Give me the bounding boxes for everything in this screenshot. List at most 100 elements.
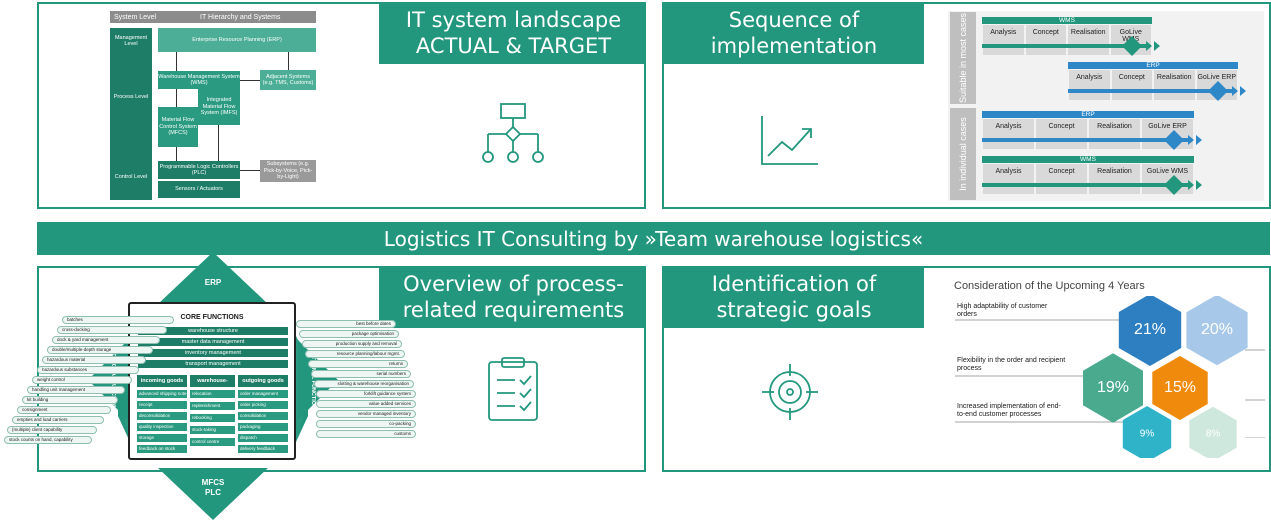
additional-function-pill: hazardous substances — [37, 366, 139, 374]
trend-chart-icon — [761, 116, 818, 165]
core-column-head: incoming goods — [137, 375, 187, 387]
plc-box: Programmable Logic Controllers (PLC) — [158, 161, 240, 179]
panel-title: Overview of process- related requirement… — [379, 268, 644, 328]
hexagon-value-label: 15% — [1164, 379, 1196, 396]
hexagon-value-label: 20% — [1201, 321, 1233, 338]
connector — [218, 125, 219, 161]
milestone-icon — [1122, 36, 1160, 56]
milestone-icon — [1208, 81, 1246, 101]
core-column-item: advanced shipping note — [137, 390, 187, 398]
core-column-item: stock-taking — [190, 426, 235, 434]
additional-function-pill: weight control — [32, 376, 132, 384]
level-process: Process Level — [113, 93, 149, 100]
hexagon-chart: 21%20%19%15%9%8% — [1083, 296, 1248, 458]
banner: Logistics IT Consulting by »Team warehou… — [37, 222, 1270, 255]
connector — [176, 89, 177, 107]
additional-function-pill: kit building — [22, 396, 118, 404]
mfcs-label: MFCS — [201, 478, 225, 487]
gantt-phase: Realisation — [1068, 25, 1109, 55]
gantt-phase: Analysis — [1069, 70, 1110, 100]
core-functions-title: CORE FUNCTIONS — [180, 314, 244, 321]
core-column-item: quality inspection — [137, 423, 187, 431]
additional-function-pill: resource planning/labour mgmt. — [305, 350, 405, 358]
goal-leader-lines — [955, 319, 1265, 438]
hexagon-bubble — [1186, 296, 1248, 366]
gantt-phase: Analysis — [983, 119, 1034, 149]
erp-label: ERP — [204, 278, 222, 287]
core-column-item: deconsolidation — [137, 412, 187, 420]
gantt-phase: Analysis — [983, 25, 1024, 55]
core-column-item: consolidation — [238, 412, 288, 420]
additional-function-pill: best before dates — [296, 320, 396, 328]
gantt-phase: GoLive WMS — [1142, 164, 1193, 194]
checklist-icon — [488, 357, 538, 421]
core-column-item: order management — [238, 390, 288, 398]
core-column-item: delivery feedback — [238, 445, 288, 453]
hierarchy-icon — [482, 103, 544, 163]
erp-box: Enterprise Resource Planning (ERP) — [158, 28, 316, 52]
wms-box: Warehouse Management System (WMS) — [158, 71, 240, 89]
gantt-system-label: WMS — [982, 156, 1194, 163]
additional-function-pill: production supply and removal — [302, 340, 402, 348]
core-column-item: storage — [137, 434, 187, 442]
additional-function-pill: batches — [62, 316, 174, 324]
core-function-row: master data management — [138, 338, 288, 346]
core-function-row: inventory management — [138, 349, 288, 357]
additional-function-pill: double/multiple-depth storage — [47, 346, 153, 354]
connector — [176, 147, 177, 161]
core-column-item: control centre — [190, 438, 235, 446]
additional-function-pill: slotting & warehouse reorganisation — [314, 380, 414, 388]
additional-function-pill: package optimisation — [299, 330, 399, 338]
core-column-item: dispatch — [238, 434, 288, 442]
additional-function-pill: value added services — [316, 400, 416, 408]
hexagon-bubble — [1122, 406, 1172, 458]
goal-statement: Increased implementation of end-to-end c… — [957, 403, 1061, 418]
additional-function-pill: stock counts on hand, capability — [4, 436, 92, 444]
hexagon-bubble — [1152, 356, 1208, 420]
additional-function-pill: consignment — [17, 406, 111, 414]
gantt-arrow — [982, 183, 1192, 187]
core-column-item: rebooking — [190, 414, 235, 422]
core-column-head: outgoing goods — [238, 375, 288, 387]
gantt-phase: Concept — [1111, 70, 1152, 100]
core-column-item: feedback on stock — [137, 445, 187, 453]
hexagon-value-label: 19% — [1097, 379, 1129, 396]
sensors-box: Sensors / Actuators — [158, 181, 240, 198]
gantt-phase: Realisation — [1089, 164, 1140, 194]
connector — [288, 52, 289, 70]
goals-heading: Consideration of the Upcoming 4 Years — [954, 280, 1145, 292]
additional-function-pill: handling unit management — [27, 386, 125, 394]
additional-function-pill: customs — [316, 430, 416, 438]
additional-function-pill: empties and load carriers — [12, 416, 104, 424]
plc-label: PLC — [205, 488, 221, 497]
milestone-icon — [1164, 130, 1202, 150]
gantt-arrow — [982, 44, 1150, 48]
gantt-phase: Concept — [1025, 25, 1066, 55]
hierarchy-header: System Level IT Hierarchy and Systems — [110, 11, 316, 23]
gantt-system-label: ERP — [982, 111, 1194, 118]
additional-function-pill: serial numbers — [311, 370, 411, 378]
hexagon-bubble — [1189, 406, 1237, 458]
mfcs-box: Material Flow Control System (MFCS) — [158, 107, 198, 147]
target-icon — [762, 364, 818, 420]
connector — [240, 170, 260, 171]
core-column-item: order picking — [238, 401, 288, 409]
panel-title: IT system landscape ACTUAL & TARGET — [379, 4, 644, 64]
adjacent-box: Adjacent Systems (e.g. TMS, Customs) — [260, 70, 316, 90]
core-column-item: replenishment — [190, 402, 235, 410]
gantt-phase: GoLive ERP — [1142, 119, 1193, 149]
additional-function-pill: forklift guidance system — [316, 390, 416, 398]
gantt-phase: Realisation — [1089, 119, 1140, 149]
core-column-head: warehouse-internal processes — [190, 375, 235, 408]
additional-function-pill: co-packing — [316, 420, 416, 428]
gantt-phase: Concept — [1036, 119, 1087, 149]
gantt-phase: Concept — [1036, 164, 1087, 194]
hexagon-value-label: 9% — [1140, 429, 1155, 440]
goal-statement: High adaptability of customer orders — [957, 303, 1048, 318]
hexagon-bubble — [1083, 353, 1143, 423]
core-column-item: packaging — [238, 423, 288, 431]
gantt-side-top: Suitable in most cases — [950, 12, 976, 104]
additional-function-pill: (multiple) client capability — [7, 426, 97, 434]
gantt-system-label: ERP — [1068, 62, 1238, 69]
panel-title: Sequence of implementation — [664, 4, 924, 64]
